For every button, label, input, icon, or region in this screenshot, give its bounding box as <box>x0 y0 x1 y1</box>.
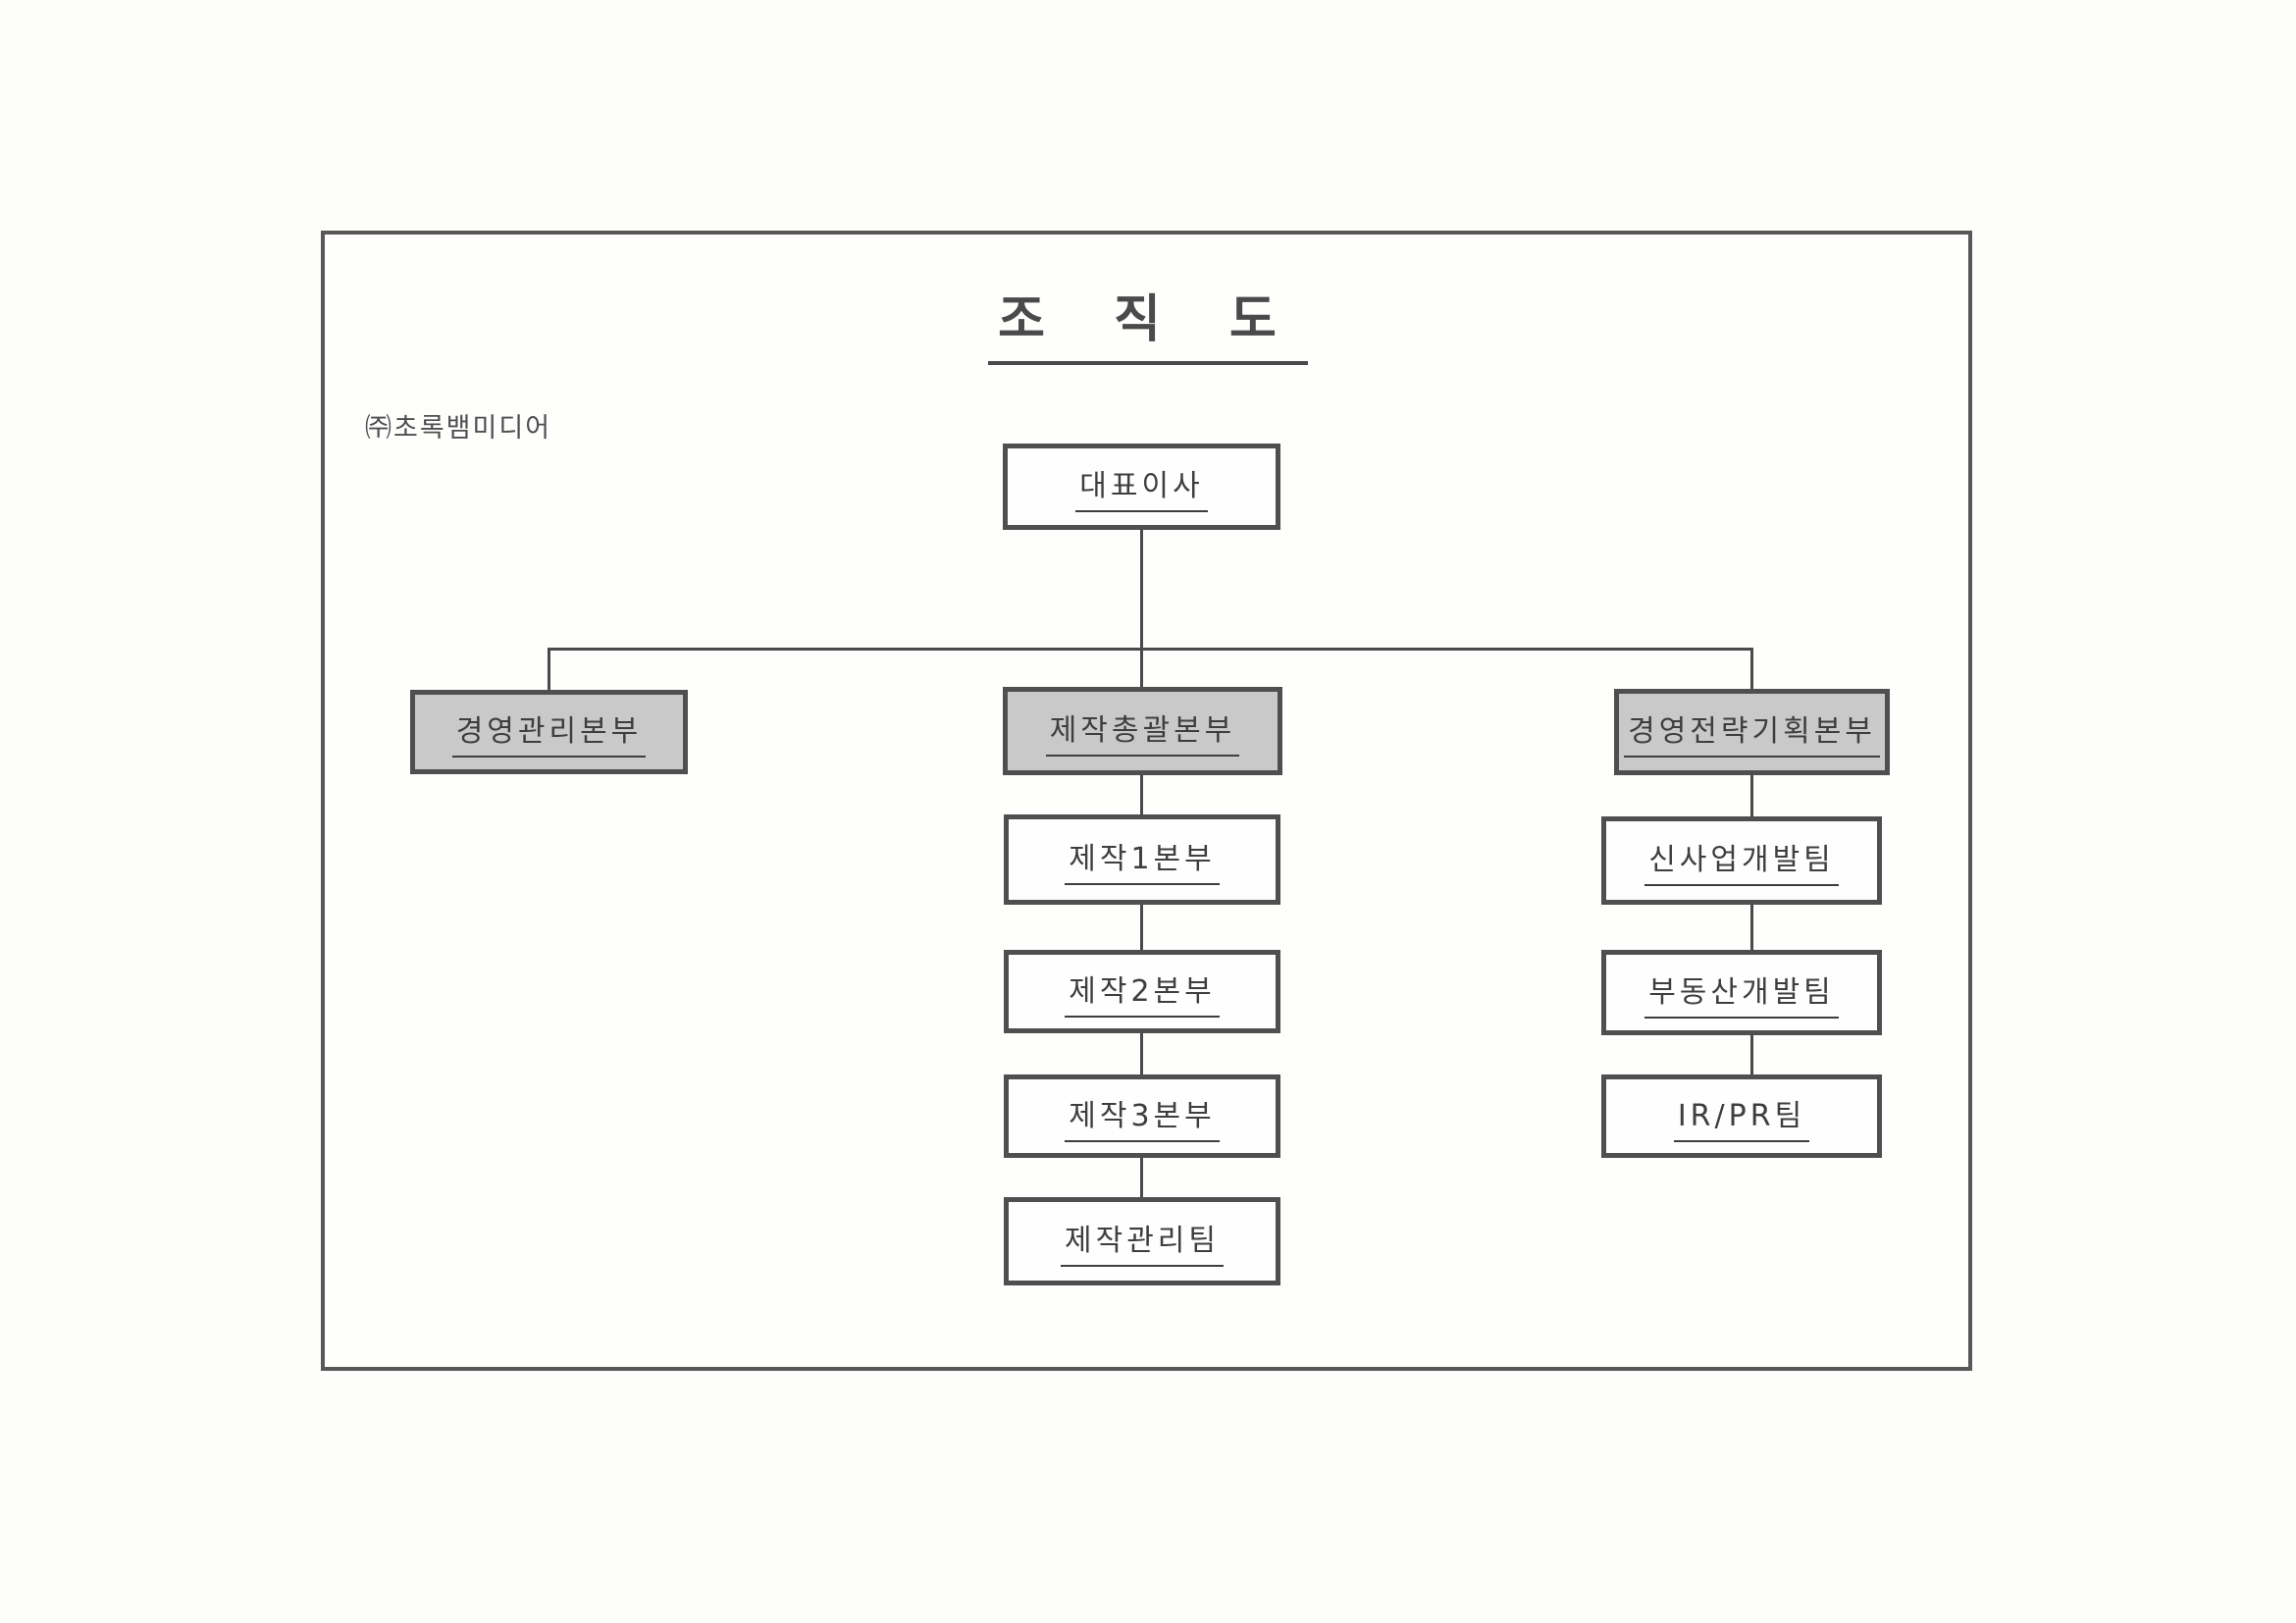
node-production-division: 제작총괄본부 <box>1003 687 1282 775</box>
connector-strategy-1 <box>1750 775 1753 818</box>
node-ceo-label: 대표이사 <box>1075 461 1208 512</box>
node-ceo: 대표이사 <box>1003 444 1280 530</box>
node-production-2: 제작2본부 <box>1004 950 1280 1033</box>
node-real-estate-team: 부동산개발팀 <box>1601 950 1882 1035</box>
node-production-1: 제작1본부 <box>1004 814 1280 905</box>
connector-ceo-drop <box>1140 530 1143 650</box>
connector-strategy-3 <box>1750 1033 1753 1076</box>
node-strategy-division: 경영전략기획본부 <box>1614 689 1890 775</box>
connector-strategy-2 <box>1750 903 1753 952</box>
node-new-business-team-label: 신사업개발팀 <box>1644 835 1839 886</box>
connector-production-4 <box>1140 1156 1143 1199</box>
connector-center-drop <box>1140 650 1143 689</box>
chart-frame <box>321 231 1972 1371</box>
node-production-division-label: 제작총괄본부 <box>1045 706 1240 757</box>
node-ir-pr-team-label: IR/PR팀 <box>1673 1091 1810 1142</box>
node-production-3-label: 제작3본부 <box>1065 1091 1220 1142</box>
node-production-management-team: 제작관리팀 <box>1004 1197 1280 1285</box>
node-production-1-label: 제작1본부 <box>1065 834 1220 885</box>
node-production-2-label: 제작2본부 <box>1065 967 1220 1018</box>
node-management-division-label: 경영관리본부 <box>451 707 647 758</box>
node-production-3: 제작3본부 <box>1004 1074 1280 1158</box>
page-title-text: 조 직 도 <box>988 278 1308 365</box>
node-management-division: 경영관리본부 <box>410 690 688 774</box>
node-new-business-team: 신사업개발팀 <box>1601 816 1882 905</box>
connector-production-2 <box>1140 903 1143 952</box>
connector-production-3 <box>1140 1031 1143 1076</box>
page-title: 조 직 도 <box>844 278 1452 365</box>
connector-left-drop <box>548 650 550 692</box>
node-strategy-division-label: 경영전략기획본부 <box>1624 707 1880 758</box>
node-ir-pr-team: IR/PR팀 <box>1601 1074 1882 1158</box>
connector-production-1 <box>1140 775 1143 816</box>
company-name: ㈜초록뱀미디어 <box>365 413 552 444</box>
connector-right-drop <box>1750 650 1753 691</box>
connector-main-horizontal <box>548 648 1753 651</box>
node-real-estate-team-label: 부동산개발팀 <box>1644 968 1839 1019</box>
node-production-management-team-label: 제작관리팀 <box>1061 1216 1224 1267</box>
